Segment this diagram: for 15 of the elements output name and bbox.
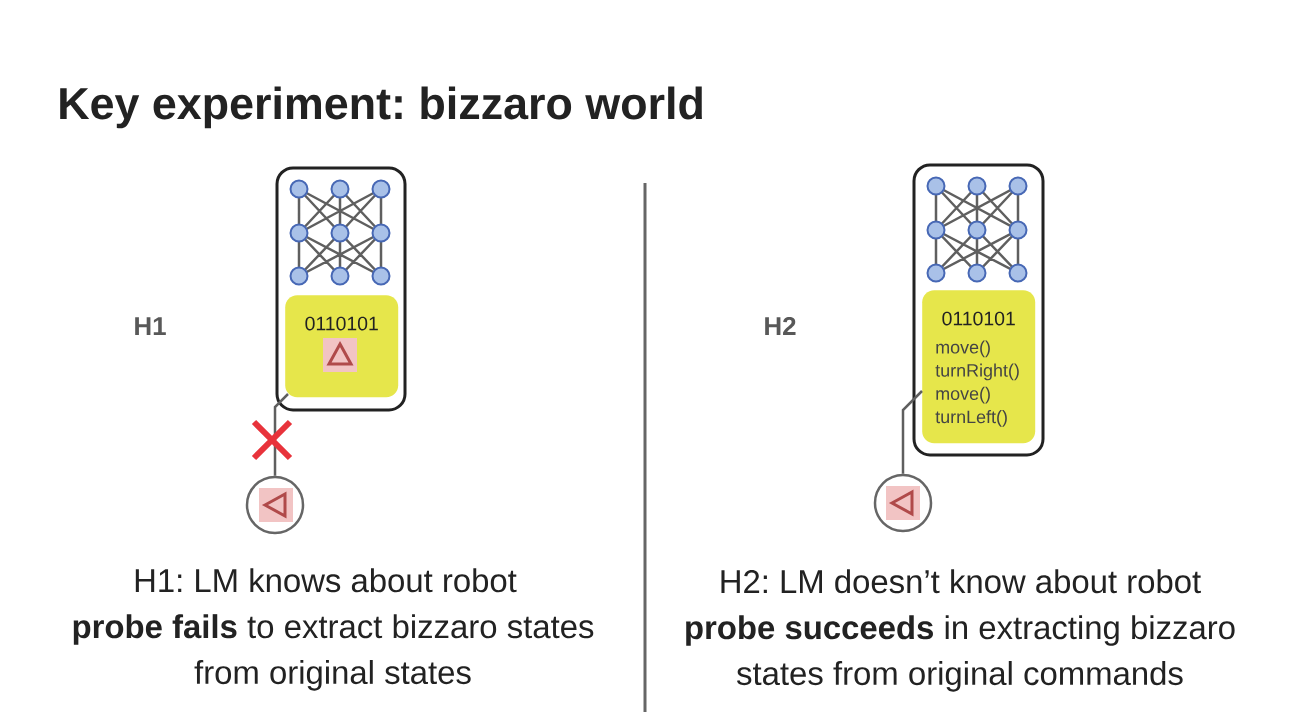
model-box (912, 163, 1045, 457)
caption-text: H2: LM doesn’t know about robot (721, 569, 1201, 594)
hypothesis-label: H1 (135, 317, 166, 335)
content-box: 0110101 move() turnRight() move() turnLeft() (922, 290, 1036, 444)
connector-line (273, 393, 289, 476)
probe-circle (873, 473, 933, 533)
connector-line (901, 390, 923, 474)
content-box: 0110101 (285, 295, 399, 398)
caption-text: probe fails to extract bizzaro states from original states (73, 614, 594, 691)
probe-circle (245, 475, 305, 535)
title: Key experiment: bizzaro world (60, 86, 702, 129)
caption-text: probe succeeds in extracting bizzaro states from original commands (686, 615, 1235, 692)
caption-text: H1: LM knows about robot (135, 568, 517, 593)
model-box (275, 166, 407, 412)
hypothesis-label: H2 (765, 316, 796, 335)
